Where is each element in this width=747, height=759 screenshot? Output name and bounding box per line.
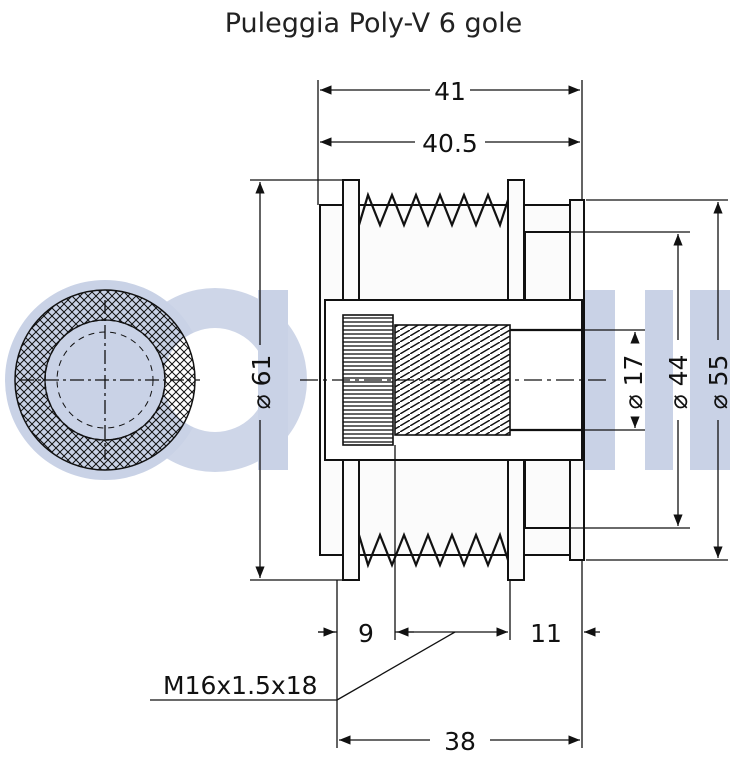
dim-spline-offset: 9 xyxy=(358,619,374,648)
drawing-title: Puleggia Poly-V 6 gole xyxy=(224,8,523,39)
dim-hub-diameter: 44 xyxy=(664,355,693,387)
pulley-side-view xyxy=(300,179,610,581)
dim-bore: 17 xyxy=(619,355,648,387)
dimension-lines xyxy=(150,80,728,748)
dim-overall-length: 41 xyxy=(434,77,466,106)
dim-outer-diameter: 61 xyxy=(247,355,276,387)
diameter-symbol-17: ⌀ xyxy=(619,394,648,409)
end-view xyxy=(14,289,200,471)
svg-text:⌀ 61: ⌀ 61 xyxy=(247,355,276,410)
dim-body-length: 40.5 xyxy=(422,129,478,158)
dim-flange-diameter: 55 xyxy=(704,355,733,387)
svg-text:⌀ 55: ⌀ 55 xyxy=(704,355,733,410)
svg-text:⌀ 44: ⌀ 44 xyxy=(664,355,693,410)
thread-callout: M16x1.5x18 xyxy=(163,671,318,700)
diameter-symbol-55: ⌀ xyxy=(704,394,733,409)
dim-total-width: 38 xyxy=(444,727,476,756)
grooves-bottom xyxy=(357,531,510,569)
svg-text:⌀ 17: ⌀ 17 xyxy=(619,355,648,410)
dim-hub-length: 11 xyxy=(530,619,562,648)
diameter-symbol-44: ⌀ xyxy=(664,394,693,409)
diameter-symbol-61: ⌀ xyxy=(247,394,276,409)
grooves-top xyxy=(357,191,510,229)
